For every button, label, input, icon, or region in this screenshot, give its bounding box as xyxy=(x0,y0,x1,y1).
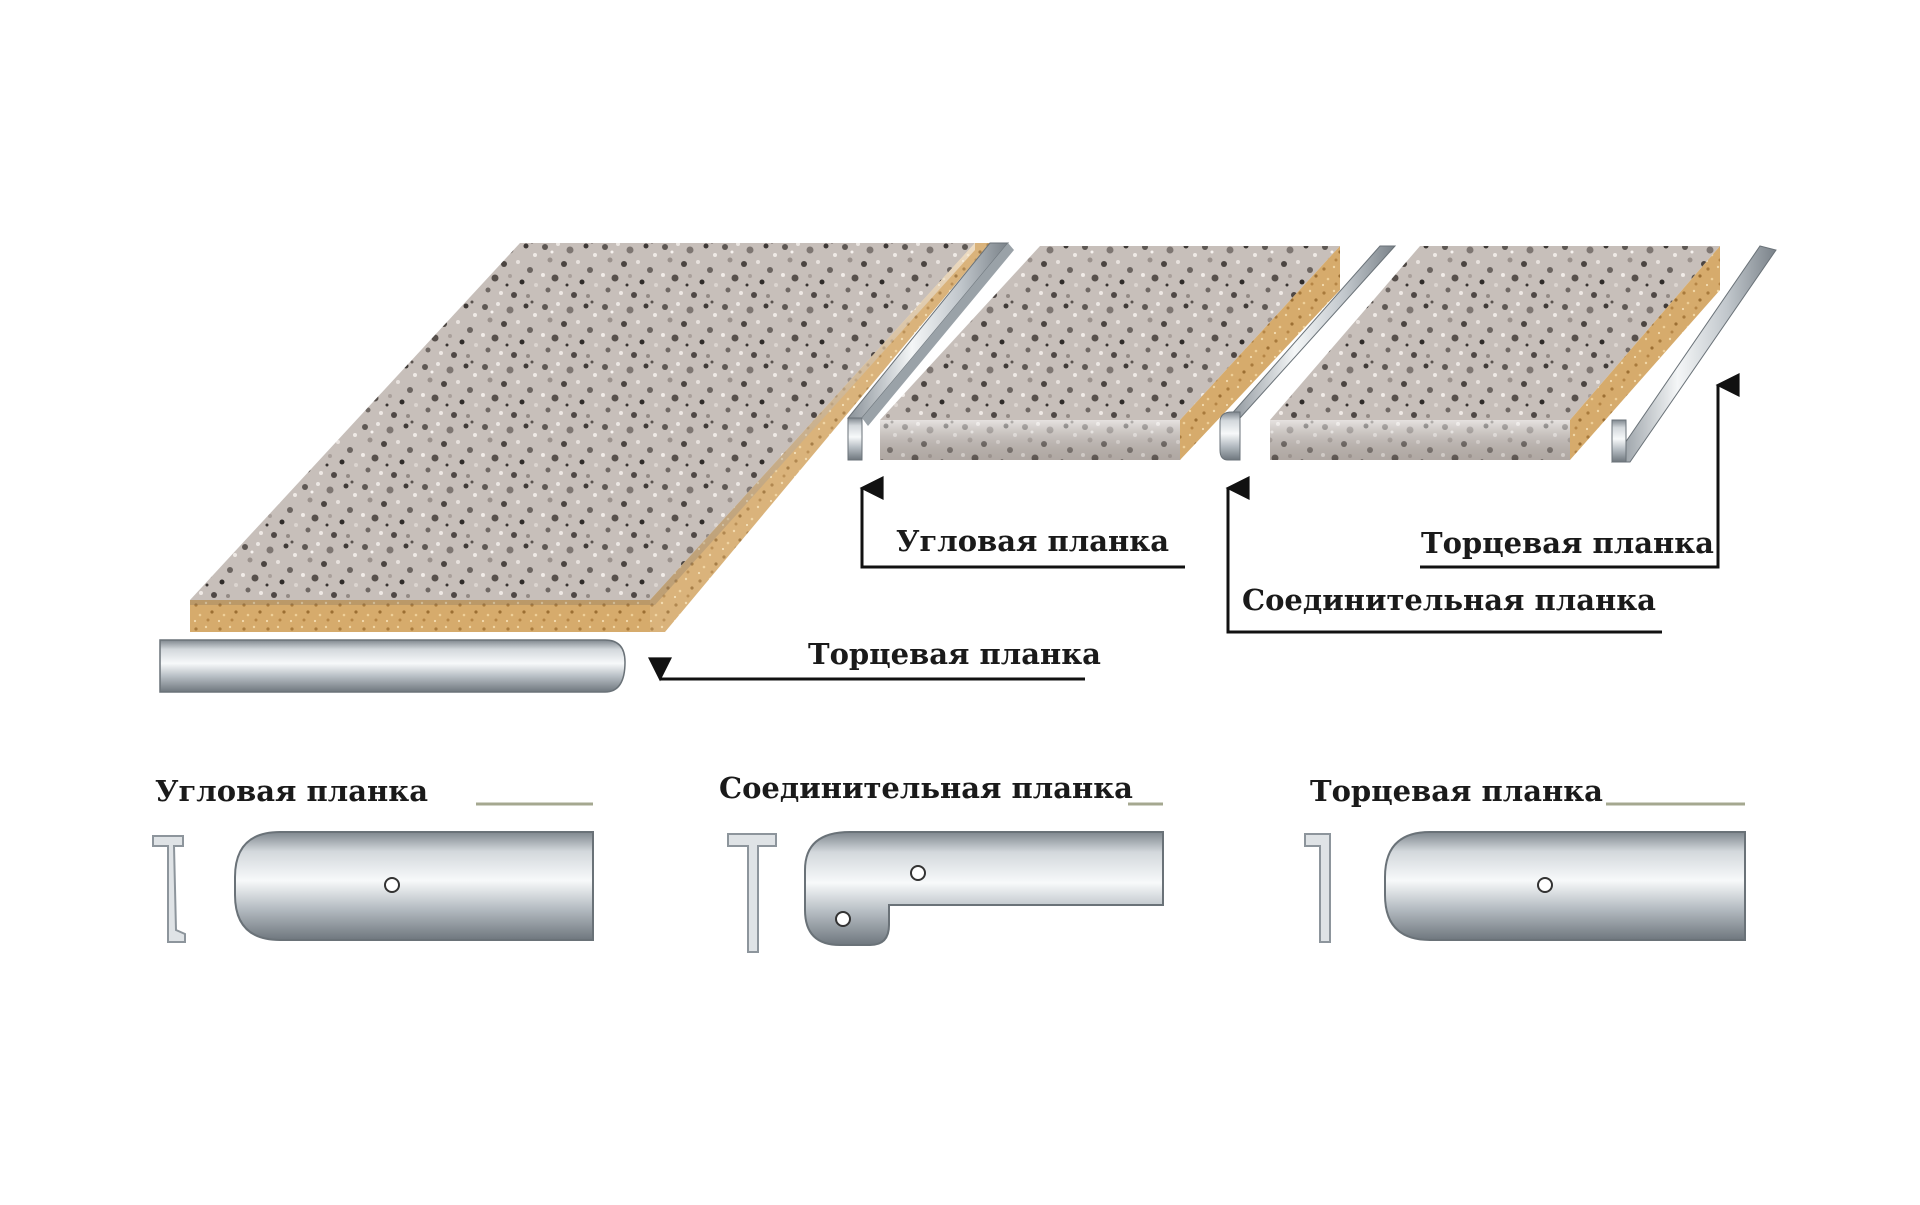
legend-end-strip-label: Торцевая планка xyxy=(1310,774,1603,808)
screw-hole xyxy=(835,911,851,927)
right-countertop xyxy=(1270,246,1720,460)
callout-arrows xyxy=(648,373,1740,682)
corner-strip-label: Угловая планка xyxy=(896,524,1169,558)
legend-end-strip: Торцевая планка xyxy=(1304,774,1746,943)
connecting-strip-side xyxy=(804,831,1164,946)
connecting-callout-line xyxy=(1225,476,1662,634)
corner-callout-line xyxy=(859,476,1185,569)
corner-strip-side xyxy=(234,831,594,941)
legend-connecting-strip-label: Соединительная планка xyxy=(719,771,1133,805)
front-end-strip xyxy=(159,639,626,693)
screw-hole xyxy=(384,877,400,893)
legend-corner-strip-label: Угловая планка xyxy=(155,774,428,808)
right-end-strip-label: Торцевая планка xyxy=(1421,526,1714,560)
end-strip-profile xyxy=(1304,833,1331,943)
large-countertop xyxy=(190,243,990,632)
legend-corner-strip: Угловая планка xyxy=(152,774,594,943)
connecting-strip-profile xyxy=(727,833,777,953)
screw-hole xyxy=(1537,877,1553,893)
right-end-strip-3d xyxy=(1611,245,1777,463)
corner-strip-3d xyxy=(846,242,1014,461)
connecting-strip-3d xyxy=(1219,245,1397,461)
middle-countertop xyxy=(880,246,1340,460)
end-strip-side xyxy=(1384,831,1746,941)
legend-connecting-strip: Соединительная планка xyxy=(719,771,1164,953)
connecting-strip-label: Соединительная планка xyxy=(1242,583,1656,617)
right-end-callout-line xyxy=(1420,373,1740,569)
screw-hole xyxy=(910,865,926,881)
corner-strip-profile xyxy=(152,835,186,943)
left-end-strip-label: Торцевая планка xyxy=(808,637,1101,671)
